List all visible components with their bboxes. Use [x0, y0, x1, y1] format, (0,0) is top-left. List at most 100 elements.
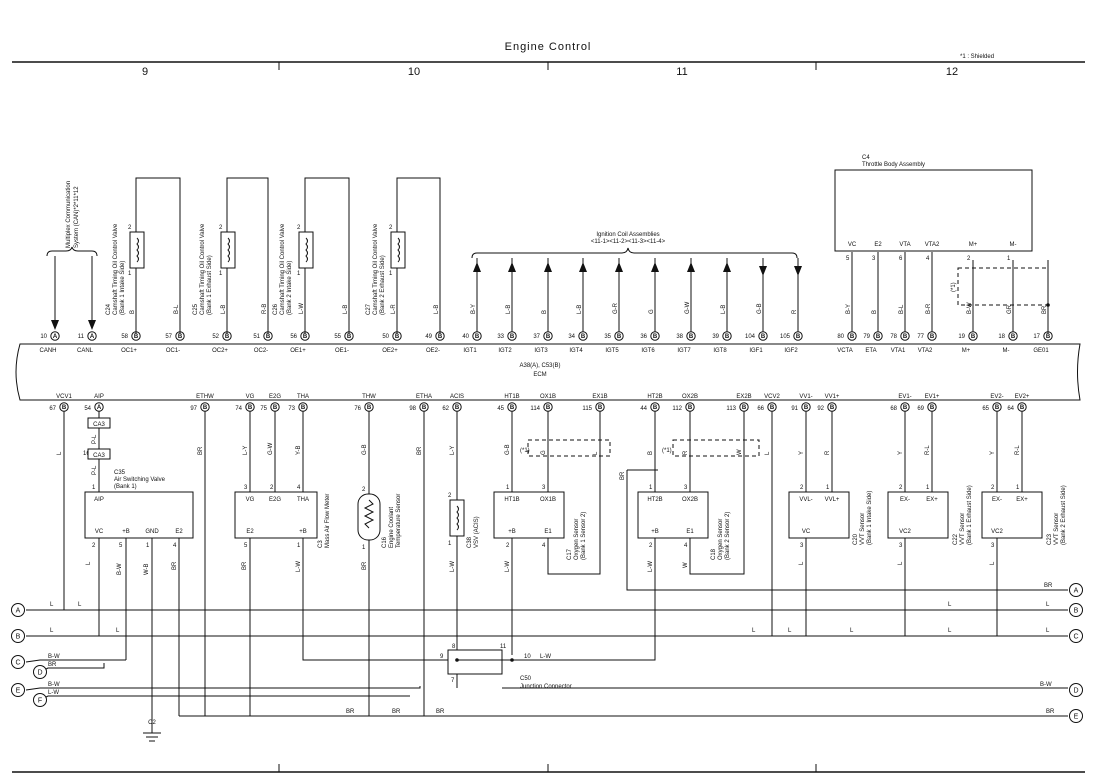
wire-color: L — [593, 451, 599, 455]
svg-text:1: 1 — [297, 543, 301, 549]
ecm-pin-label: IGF1 — [749, 348, 763, 354]
ecm-pin-number: 58 — [121, 334, 128, 340]
ecm-pin-number: 17 — [1033, 334, 1040, 340]
edge-ref-a: A — [11, 603, 25, 617]
ecm-pin-connector: B — [62, 405, 67, 411]
wire-color: G-B — [505, 444, 511, 455]
svg-text:1: 1 — [297, 271, 301, 277]
ecm-pin-connector: B — [178, 334, 183, 340]
svg-text:BR: BR — [172, 561, 178, 570]
c4-pin-number: 1 — [1007, 256, 1011, 262]
svg-text:L: L — [850, 628, 854, 634]
c4-pin-label: VC — [848, 242, 857, 248]
edge-ref-b: B — [11, 629, 25, 643]
ecm-pin-number: 105 — [780, 334, 791, 340]
ecm-pin-connector: B — [546, 334, 551, 340]
svg-text:B-W: B-W — [1040, 682, 1052, 688]
ecm-pin-label: ETA — [865, 348, 876, 354]
c38-name: VSV (ACIS) — [474, 516, 480, 548]
wire-color: L-Y — [450, 446, 456, 455]
c25-line2: (Bank 1 Exhaust Side) — [207, 255, 213, 315]
svg-text:BR: BR — [436, 709, 445, 715]
svg-text:4: 4 — [542, 543, 546, 549]
svg-text:L-W: L-W — [450, 561, 456, 572]
svg-text:E: E — [1074, 714, 1079, 721]
mass-air-flow-meter-c3: VG E2G THA E2 +B 3 2 4 5 1 C3 Mass Air F… — [234, 485, 331, 549]
wire-color: L — [57, 451, 63, 455]
svg-text:AIP: AIP — [94, 497, 104, 503]
svg-text:E2: E2 — [175, 529, 183, 535]
ecm-pin-label: OX1B — [540, 394, 556, 400]
svg-text:BR: BR — [1046, 709, 1055, 715]
c38-id: C38 — [467, 536, 473, 548]
ecm-pin-label: EX1B — [592, 394, 607, 400]
ecm-pin-number: 37 — [533, 334, 540, 340]
ecm-pin-connector: B — [617, 334, 622, 340]
svg-text:9: 9 — [440, 654, 444, 660]
svg-text:2: 2 — [297, 225, 301, 231]
ecm-pin-number: 114 — [530, 406, 540, 412]
edge-ref-d: D — [1069, 683, 1083, 697]
c4-pin-number: 3 — [872, 256, 876, 262]
c20-id: C20 — [853, 533, 859, 545]
column-label-10: 10 — [408, 66, 420, 78]
svg-text:B: B — [16, 634, 21, 641]
svg-text:1: 1 — [506, 485, 510, 491]
svg-text:1: 1 — [926, 485, 930, 491]
svg-text:B: B — [1074, 608, 1079, 615]
edge-ref-c: C — [1069, 629, 1083, 643]
ecm-pin-number: 51 — [253, 334, 260, 340]
c20-line1: VVT Sensor — [860, 513, 866, 545]
ecm-pin-connector: B — [455, 405, 460, 411]
wire-color: Y — [990, 451, 996, 455]
ecm-pin-connector: B — [347, 334, 352, 340]
edge-ref-e: E — [1069, 709, 1083, 723]
ecm-pin-label: ETHW — [196, 394, 214, 400]
ecm-pin-connector: B — [225, 334, 230, 340]
wire-color: L-B — [721, 305, 727, 314]
ecm-pin-number: 67 — [49, 406, 56, 412]
wire-color: B-W — [967, 302, 973, 314]
c23-line1: VVT Sensor — [1054, 513, 1060, 545]
ecm-pin-label: VV1- — [799, 394, 812, 400]
wire-color: B-R — [926, 303, 932, 314]
ecm-pin-label: HT1B — [504, 394, 519, 400]
bus-wire-labels: L L L L BR L L L L L L L B-W BR B-W B-W … — [48, 434, 1055, 715]
ignition-signal-arrow — [579, 262, 587, 272]
svg-text:2: 2 — [899, 485, 903, 491]
ecm-pin-connector: B — [653, 405, 658, 411]
svg-text:16: 16 — [83, 451, 90, 457]
svg-text:10: 10 — [524, 654, 531, 660]
wire-color: L-B — [343, 305, 349, 314]
ecm-pin-connector: B — [134, 334, 139, 340]
c27-line1: Camshaft Timing Oil Control Valve — [373, 223, 379, 315]
svg-text:L: L — [78, 602, 82, 608]
svg-text:D: D — [37, 670, 42, 677]
c26-line2: (Bank 2 Intake Side) — [287, 261, 293, 315]
wire-color: L — [765, 451, 771, 455]
svg-text:EX-: EX- — [992, 497, 1002, 503]
svg-text:F: F — [38, 698, 42, 705]
svg-text:L: L — [948, 602, 952, 608]
svg-text:W-B: W-B — [144, 563, 150, 575]
ecm-pin-connector: B — [830, 405, 835, 411]
wire-color: G-R — [613, 302, 619, 314]
ecm-pin-number: 112 — [672, 406, 682, 412]
ecm-pin-number: 33 — [497, 334, 504, 340]
ecm-pin-number: 64 — [1007, 406, 1014, 412]
svg-text:HT1B: HT1B — [504, 497, 519, 503]
ecm-body — [15, 343, 1081, 401]
ecm-pin-label: OE2- — [426, 348, 440, 354]
